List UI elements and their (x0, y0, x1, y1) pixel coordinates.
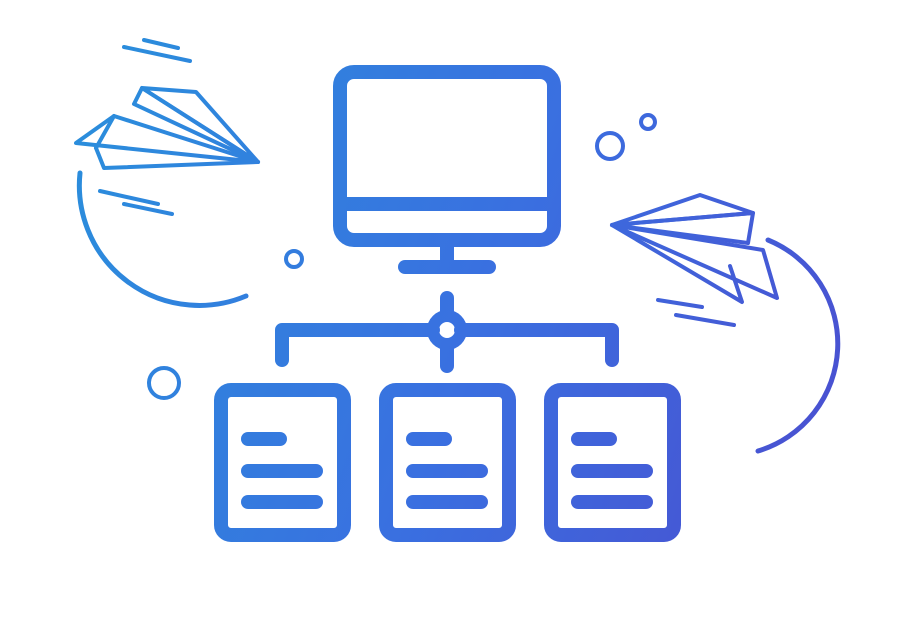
motion-arc-left (76, 170, 249, 308)
circle-decoration (595, 131, 625, 161)
circle-decoration (639, 113, 657, 131)
document-icon-left (214, 383, 351, 542)
paper-plane-icon-right (610, 193, 779, 327)
network-node-icon (275, 291, 619, 373)
document-icon-right (544, 383, 681, 542)
monitor-icon (333, 65, 561, 274)
circle-decoration (147, 366, 181, 400)
motion-arc-right (755, 237, 841, 454)
circle-decoration (284, 249, 304, 269)
document-icon-center (379, 383, 516, 542)
paper-plane-icon-left (74, 38, 260, 216)
